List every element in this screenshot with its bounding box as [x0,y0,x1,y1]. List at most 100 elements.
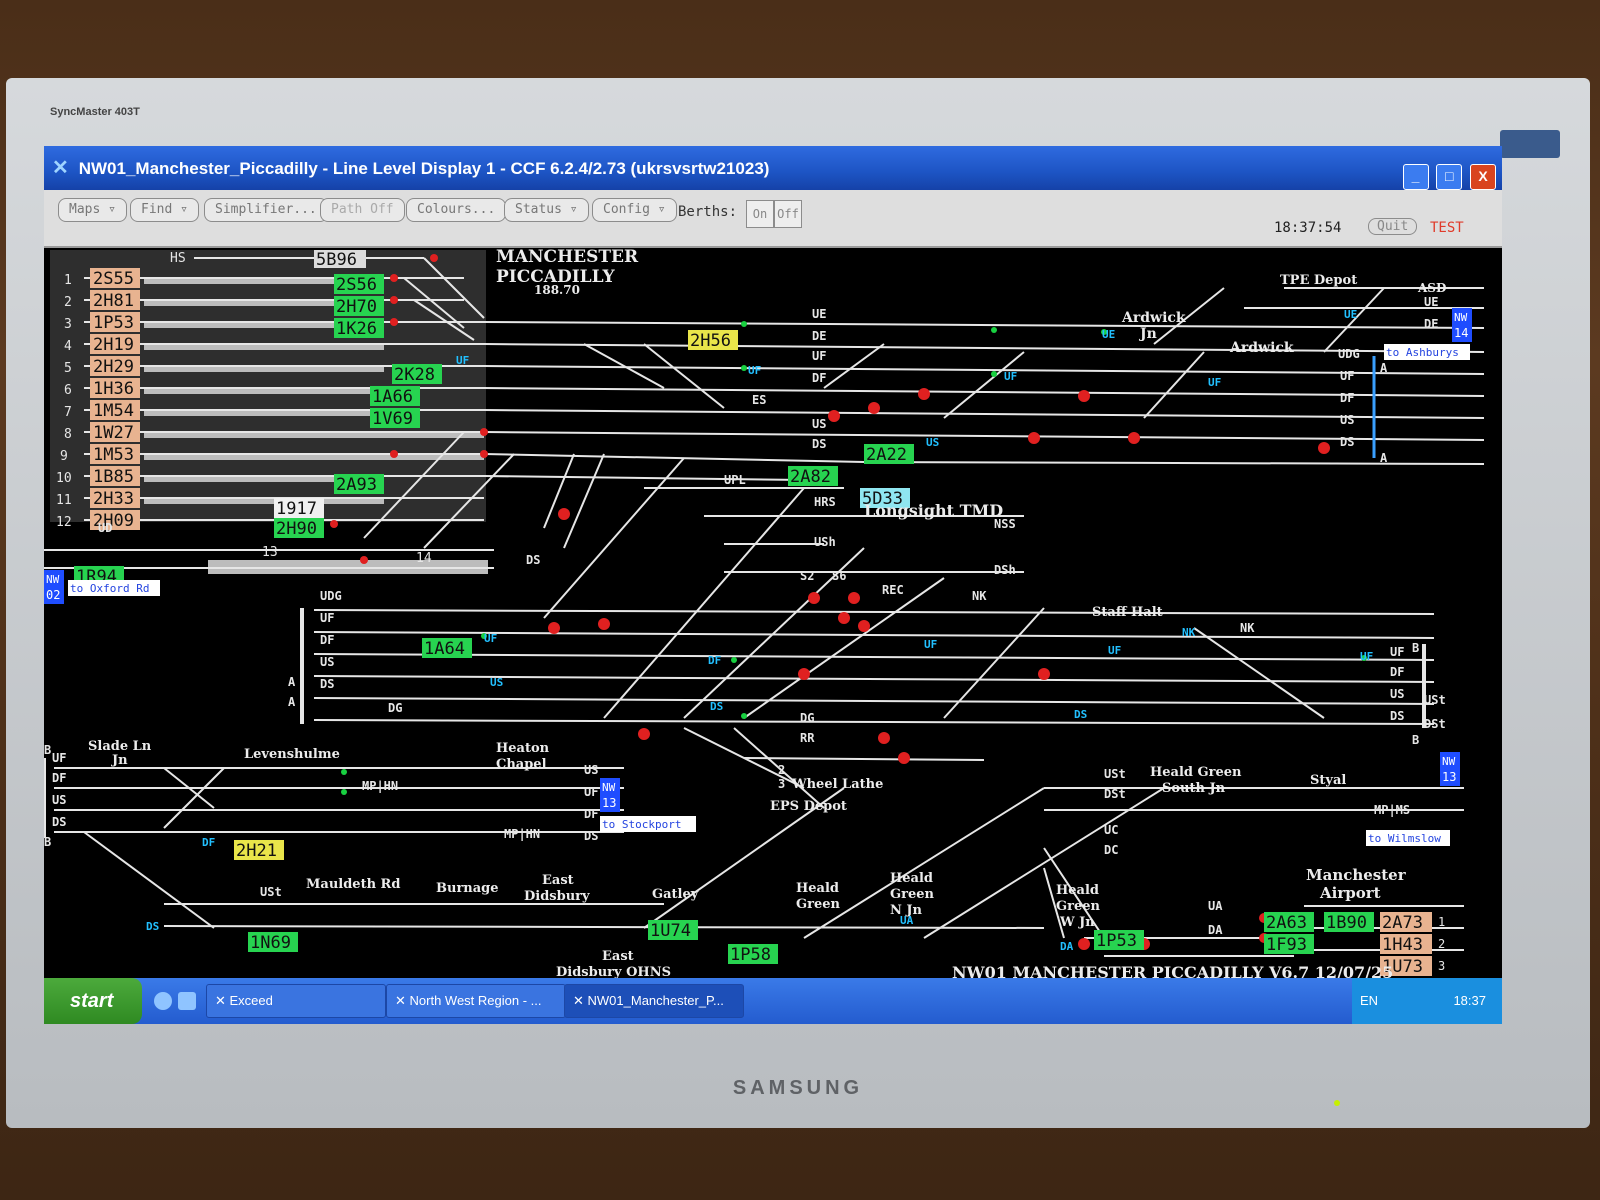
taskbar-item-north-west[interactable]: ✕ North West Region - ... [386,984,566,1018]
berths-off-button[interactable]: Off [774,200,802,228]
maximize-button[interactable]: □ [1436,164,1463,190]
line-label: DS [710,700,723,713]
location-label: Mauldeth Rd [306,877,400,892]
line-label: USt [260,885,282,899]
location-label: EPS Depot [770,799,847,814]
berth-label: 2A73 [1382,913,1423,933]
location-label: Chapel [496,757,547,772]
desktop-icon[interactable] [178,992,196,1010]
airport-berths [1380,912,1432,976]
top-berth [314,250,366,268]
station-title: PICCADILLY [496,267,615,287]
line-label: DS [146,920,159,933]
berths-label: Berths: [678,204,738,220]
simplifier-button[interactable]: Simplifier... [204,198,328,222]
platform-number: 11 [56,493,72,508]
location-label: Green [796,897,840,912]
line-label: US [52,793,66,807]
line-label: DF [202,836,215,849]
oxford-rd-link [68,580,160,596]
language-indicator[interactable]: EN [1360,993,1379,1008]
ie-icon[interactable] [154,992,172,1010]
berth-label: 1P53 [1096,931,1137,951]
taskbar-item-nw01[interactable]: ✕ NW01_Manchester_P... [564,984,744,1018]
exceed-x-icon: ✕ [395,993,410,1008]
toolbar: Maps ▿ Find ▿ Simplifier... Path Off Col… [44,190,1502,248]
berth-label: 2A22 [866,445,907,465]
window-titlebar[interactable]: ✕ NW01_Manchester_Piccadilly - Line Leve… [44,146,1502,190]
line-label: DS [1340,435,1354,449]
signals [330,254,1330,950]
line-label: MP|MS [1374,803,1410,817]
platform-berth-labels: 2S55 2H81 1P53 2H19 2H29 1H36 1M54 1W27 … [93,269,134,531]
line-label: UF [584,785,598,799]
quit-button[interactable]: Quit [1368,218,1418,235]
line-label: US [1340,413,1354,427]
berths-on-button[interactable]: On [746,200,774,228]
berth-label: 1P53 [93,313,134,333]
line-labels: UE DE UF DF ES US DS UPL HRS NSS USh DSh… [44,295,1446,937]
nw02-link [44,570,64,604]
line-label: US [926,436,939,449]
airport-berth-labels: 2A73 1H43 1U73 [1382,913,1423,977]
wilmslow-link [1366,830,1450,846]
location-label: East [602,949,634,964]
line-label: DF [320,633,334,647]
location-label: Wheel Lathe [791,777,883,792]
platform-number: 13 [262,545,278,560]
close-button[interactable]: X [1470,164,1496,190]
taskbar-item-exceed[interactable]: ✕ Exceed [206,984,386,1018]
platform-number: 5 [64,361,72,376]
status-menu[interactable]: Status ▿ [504,198,589,222]
yellow-berth [688,330,738,350]
berth-label: 1H43 [1382,935,1423,955]
location-label: W Jn [1059,915,1095,930]
exceed-x-icon: ✕ [52,157,69,179]
line-label: UF [1004,370,1017,383]
berth-label: 2H56 [690,331,731,351]
ashburys-link [1384,344,1470,360]
line-label: UF [484,632,497,645]
line-label: MP|HN [504,827,540,841]
platform-number: 12 [56,515,72,530]
location-label: Slade Ln [88,739,152,754]
config-menu[interactable]: Config ▿ [592,198,677,222]
platform-number: 1 [1438,915,1445,929]
find-menu[interactable]: Find ▿ [130,198,199,222]
line-label: UF [1208,376,1221,389]
platform-number: 10 [56,471,72,486]
line-label: DSt [1424,717,1446,731]
path-off-button[interactable]: Path Off [320,198,405,222]
boundary-label: B [1412,641,1419,655]
line-label: NK [1182,626,1196,639]
minimize-button[interactable]: _ [1402,164,1429,190]
line-label: ES [752,393,766,407]
nw-number: 13 [1442,770,1456,784]
berth-label: 1A66 [372,387,413,407]
maps-menu[interactable]: Maps ▿ [58,198,127,222]
line-label: UF [924,638,937,651]
nw-label: NW [1442,755,1456,768]
road-number: 3 [778,777,785,791]
location-label: Airport [1319,884,1381,902]
line-label: US [812,417,826,431]
start-button[interactable]: start [44,978,142,1024]
line-label: UF [1108,644,1121,657]
line-label: UF [812,349,826,363]
green-berths [74,274,1374,964]
location-label: Heald [890,871,933,886]
line-label: DS [526,553,540,567]
line-label: MP|HN [362,779,398,793]
line-label: DS [584,829,598,843]
line-label: DSh [994,563,1016,577]
yellow-berth [234,840,284,860]
location-label: Heald [1056,883,1099,898]
line-label: DSt [1104,787,1126,801]
colours-button[interactable]: Colours... [406,198,507,222]
berth-label: 1917 [276,499,317,519]
location-label: Staff Halt [1092,605,1163,620]
location-label: ASD [1417,281,1446,295]
platform-number: 8 [64,427,72,442]
platform-number: 2 [64,295,72,310]
nw13-link [600,778,620,812]
